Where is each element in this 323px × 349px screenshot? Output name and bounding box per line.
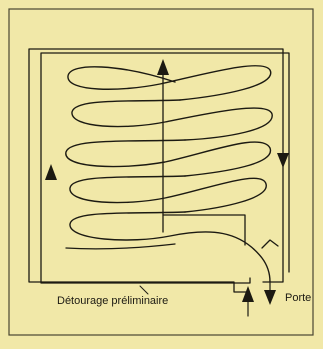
serpentine-tail [65, 243, 176, 250]
arrow-up-left-icon [45, 164, 57, 180]
label-preliminary-trim: Détourage préliminaire [57, 295, 168, 307]
trim-path-return [261, 239, 279, 249]
serpentine-loop-3 [65, 139, 271, 177]
trim-path-inner [40, 52, 290, 284]
label-door: Porte [285, 292, 311, 304]
arrow-up-door-icon [242, 286, 254, 302]
arrow-down-door-icon [264, 290, 276, 305]
serpentine-loop-1 [67, 65, 272, 101]
trim-label-leader [139, 285, 149, 295]
center-horizontal-pass [162, 214, 246, 246]
arrow-up-center-icon [157, 59, 169, 75]
frame-border [8, 8, 314, 336]
arrow-down-right-icon [277, 153, 289, 168]
serpentine-loop-5 [69, 211, 271, 283]
serpentine-loop-2 [71, 99, 273, 141]
trim-path-outer [28, 48, 284, 293]
serpentine-loop-4 [69, 175, 267, 213]
